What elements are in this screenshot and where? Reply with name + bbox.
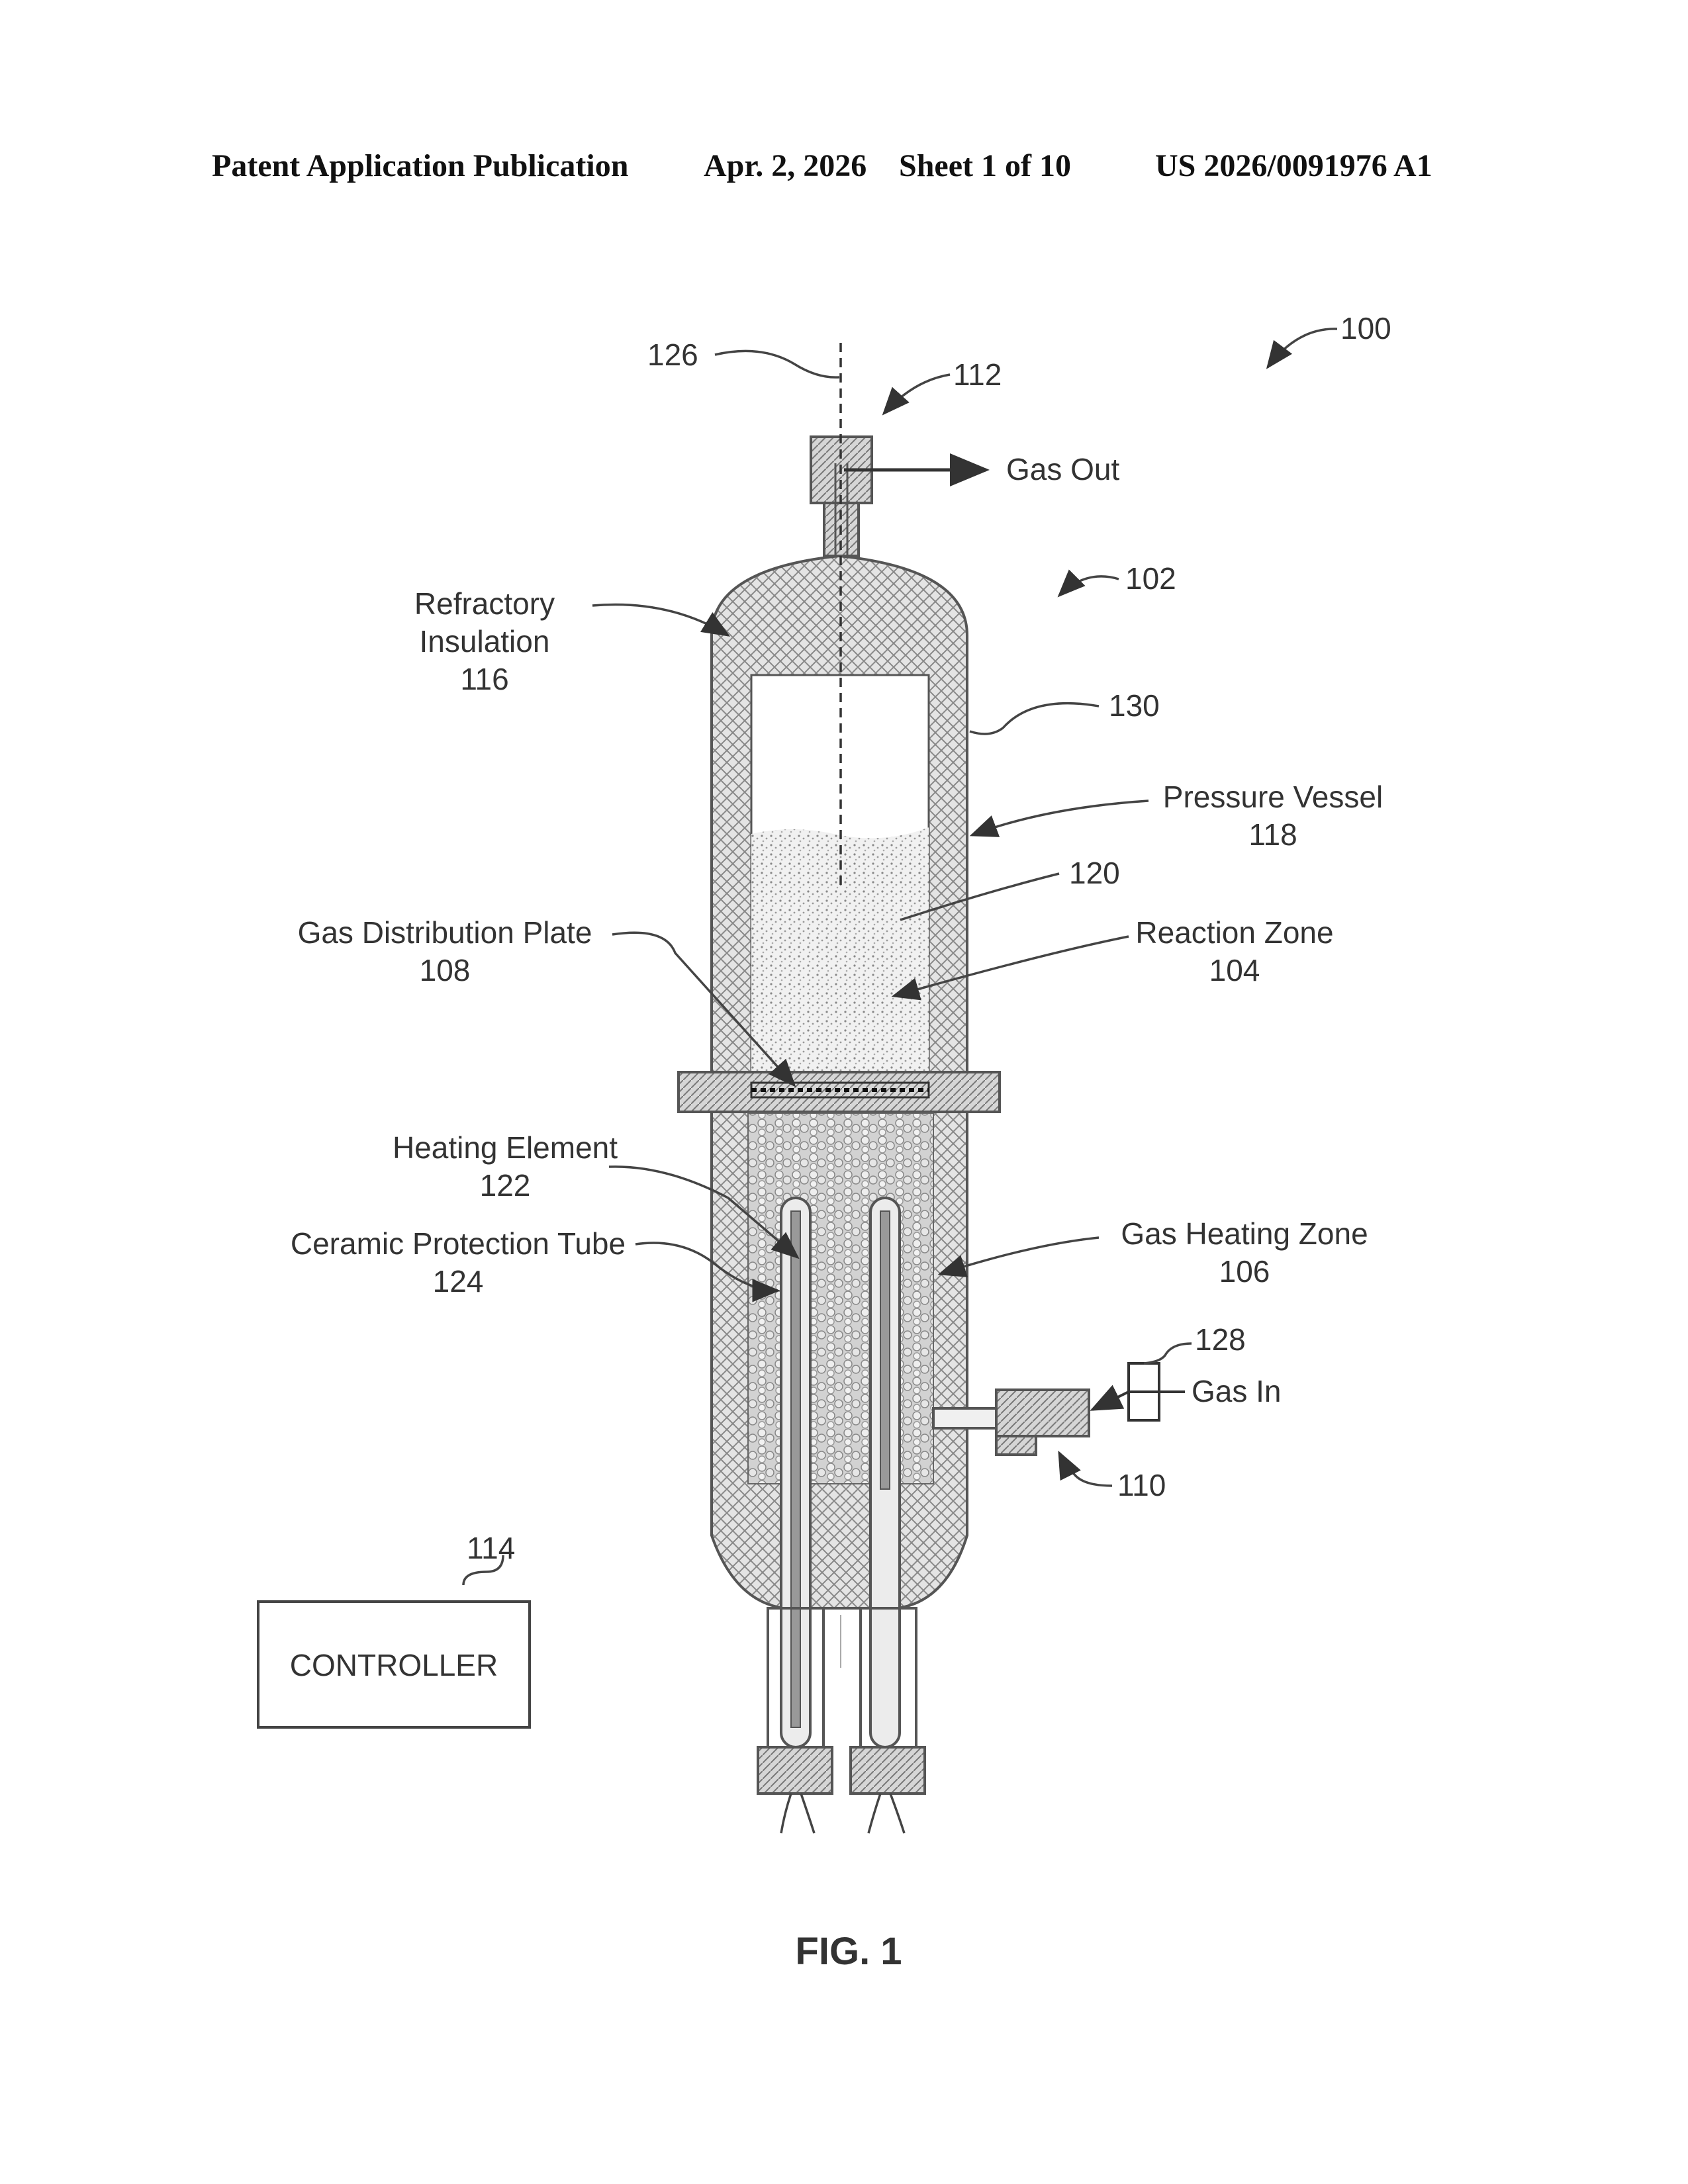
label-gas-distribution-plate: Gas Distribution Plate xyxy=(298,915,592,950)
ref-130: 130 xyxy=(1109,688,1160,723)
controller-block: CONTROLLER 114 xyxy=(258,1531,530,1727)
ref-102: 102 xyxy=(1125,561,1176,596)
label-refractory-2: Insulation xyxy=(420,624,550,659)
label-gas-distribution-plate-num: 108 xyxy=(420,953,471,987)
label-gas-out: Gas Out xyxy=(1006,452,1120,486)
label-reaction-zone-num: 104 xyxy=(1209,953,1260,987)
label-reaction-zone: Reaction Zone xyxy=(1135,915,1333,950)
controller-ref: 114 xyxy=(467,1531,515,1565)
ref-110: 110 xyxy=(1117,1468,1166,1502)
label-ceramic-tube: Ceramic Protection Tube xyxy=(291,1226,626,1261)
heating-element-left xyxy=(791,1211,800,1727)
label-refractory-num: 116 xyxy=(460,662,508,696)
label-pressure-vessel-num: 118 xyxy=(1248,817,1297,852)
label-gas-heating-zone-num: 106 xyxy=(1219,1254,1270,1289)
ref-112: 112 xyxy=(953,357,1002,392)
label-ceramic-tube-num: 124 xyxy=(433,1264,484,1298)
label-heating-element: Heating Element xyxy=(393,1130,618,1165)
header-sheet: Sheet 1 of 10 xyxy=(899,148,1071,183)
ref-100: 100 xyxy=(1340,311,1391,345)
header-date: Apr. 2, 2026 xyxy=(704,148,867,183)
controller-label: CONTROLLER xyxy=(290,1648,498,1682)
label-heating-element-num: 122 xyxy=(480,1168,531,1203)
label-gas-heating-zone: Gas Heating Zone xyxy=(1121,1216,1368,1251)
ref-126: 126 xyxy=(647,338,698,372)
reactor-vessel xyxy=(679,437,1185,1833)
ref-128: 128 xyxy=(1195,1322,1246,1357)
gas-inlet-fitting xyxy=(996,1390,1089,1436)
header-number: US 2026/0091976 A1 xyxy=(1155,148,1432,183)
header-publication: Patent Application Publication xyxy=(212,148,628,183)
figure-caption: FIG. 1 xyxy=(795,1930,902,1973)
ref-120: 120 xyxy=(1069,856,1120,890)
gas-heating-zone-packing xyxy=(748,1113,933,1484)
label-refractory-1: Refractory xyxy=(414,586,555,621)
bottom-fitting-left xyxy=(758,1747,832,1794)
label-gas-in: Gas In xyxy=(1192,1374,1282,1408)
bottom-fitting-right xyxy=(851,1747,925,1794)
label-pressure-vessel: Pressure Vessel xyxy=(1163,780,1383,814)
heating-element-right xyxy=(880,1211,890,1489)
